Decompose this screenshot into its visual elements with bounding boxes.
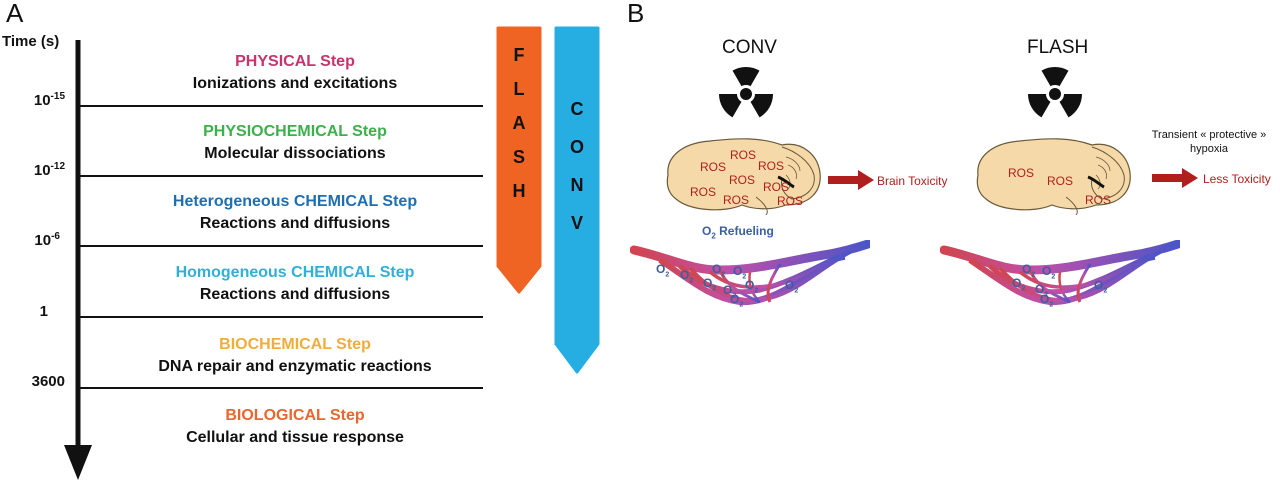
ros-label: ROS <box>763 180 790 194</box>
conv-letter: C <box>570 99 584 119</box>
transient-line: Transient « protective » <box>1151 129 1267 141</box>
step-biochemical: BIOCHEMICAL Step DNA repair and enzymati… <box>95 336 495 376</box>
o2-molecule: O2 <box>680 268 694 285</box>
conv-letter: N <box>570 175 584 195</box>
flash-letter: F <box>513 45 525 65</box>
step-description: DNA repair and enzymatic reactions <box>158 358 432 375</box>
flash-letter: S <box>512 147 525 167</box>
step-description: Cellular and tissue response <box>186 429 404 446</box>
flash-letters: F L A S H <box>496 38 542 208</box>
o2-molecule: O2 <box>1022 262 1036 279</box>
ros-label: ROS <box>777 194 804 208</box>
step-divider <box>78 175 483 177</box>
conv-letter: O <box>569 137 584 157</box>
step-description: Molecular dissociations <box>204 145 386 162</box>
o2-refueling-label: O2 Refueling <box>702 224 774 241</box>
o2-molecule: O2 <box>730 292 744 309</box>
ros-label: ROS <box>690 185 717 199</box>
step-divider <box>78 316 483 318</box>
brain-toxicity-label: Brain Toxicity <box>877 174 948 188</box>
conv-letter: V <box>570 213 583 233</box>
o2-molecule: O2 <box>745 278 759 295</box>
step-title: PHYSIOCHEMICAL Step <box>203 123 387 140</box>
flash-letter: L <box>513 79 525 99</box>
panel-a-label: A <box>6 0 24 28</box>
flash-brain-illustration <box>976 138 1131 215</box>
tick-label: 10-12 <box>33 161 65 179</box>
o2-molecule: O2 <box>1042 264 1056 281</box>
tick-label: 10-15 <box>33 91 65 109</box>
o2-molecule: O2 <box>785 278 799 295</box>
ros-label: ROS <box>758 159 785 173</box>
step-physiochemical: PHYSIOCHEMICAL Step Molecular dissociati… <box>95 123 495 163</box>
radiation-icon <box>719 66 773 118</box>
step-title: Heterogeneous CHEMICAL Step <box>172 193 418 210</box>
ros-label: ROS <box>1047 174 1074 188</box>
step-biological: BIOLOGICAL Step Cellular and tissue resp… <box>95 407 495 447</box>
o2-molecule: O2 <box>1040 292 1054 309</box>
tick-label: 10-6 <box>34 231 60 249</box>
flash-letter: H <box>512 181 526 201</box>
conv-header: CONV <box>722 37 777 58</box>
ros-label: ROS <box>700 160 727 174</box>
conv-pencil-bar <box>554 26 600 374</box>
tick-label: 3600 <box>31 373 65 390</box>
time-axis-arrow <box>64 40 92 480</box>
step-physical: PHYSICAL Step Ionizations and excitation… <box>95 53 495 93</box>
transient-hypoxia-label: Transient « protective » hypoxia <box>1138 128 1280 156</box>
o2-molecule: O2 <box>703 276 717 293</box>
step-title: BIOLOGICAL Step <box>225 407 365 424</box>
step-description: Ionizations and excitations <box>192 75 398 92</box>
step-title: Homogeneous CHEMICAL Step <box>175 264 415 281</box>
step-description: Reactions and diffusions <box>199 215 391 232</box>
step-divider <box>78 245 483 247</box>
ros-label: ROS <box>723 193 750 207</box>
o2-molecule: O2 <box>1035 282 1049 299</box>
step-description: Reactions and diffusions <box>199 286 391 303</box>
panel-b-label: B <box>627 0 645 28</box>
o2-molecule: O2 <box>712 262 726 279</box>
step-homogeneous-chemical: Homogeneous CHEMICAL Step Reactions and … <box>95 264 495 304</box>
arrow-icon <box>828 170 874 190</box>
ros-label: ROS <box>1085 193 1112 207</box>
ros-label: ROS <box>729 173 756 187</box>
o2-molecule: O2 <box>723 283 737 300</box>
transient-line: hypoxia <box>1190 143 1228 155</box>
arrow-icon <box>1152 168 1198 188</box>
flash-header: FLASH <box>1027 37 1089 58</box>
step-heterogeneous-chemical: Heterogeneous CHEMICAL Step Reactions an… <box>95 193 495 233</box>
tick-label: 1 <box>39 303 48 320</box>
conv-vessel-network <box>630 240 870 306</box>
flash-pencil-bar <box>496 26 542 294</box>
axis-title: Time (s) <box>2 33 60 50</box>
less-toxicity-label: Less Toxicity <box>1203 172 1271 186</box>
step-divider <box>78 387 483 389</box>
conv-brain-illustration <box>666 138 821 215</box>
step-divider <box>78 105 483 107</box>
ros-label: ROS <box>730 148 757 162</box>
o2-molecule: O2 <box>733 264 747 281</box>
step-title: PHYSICAL Step <box>235 53 355 70</box>
conv-letters: C O N V <box>554 90 600 242</box>
step-title: BIOCHEMICAL Step <box>219 336 371 353</box>
radiation-icon <box>1028 66 1082 118</box>
o2-molecule: O2 <box>656 262 670 279</box>
o2-molecule: O2 <box>1012 276 1026 293</box>
flash-vessel-network <box>940 240 1180 306</box>
ros-label: ROS <box>1008 166 1035 180</box>
o2-molecule: O2 <box>1094 278 1108 295</box>
flash-letter: A <box>512 113 526 133</box>
